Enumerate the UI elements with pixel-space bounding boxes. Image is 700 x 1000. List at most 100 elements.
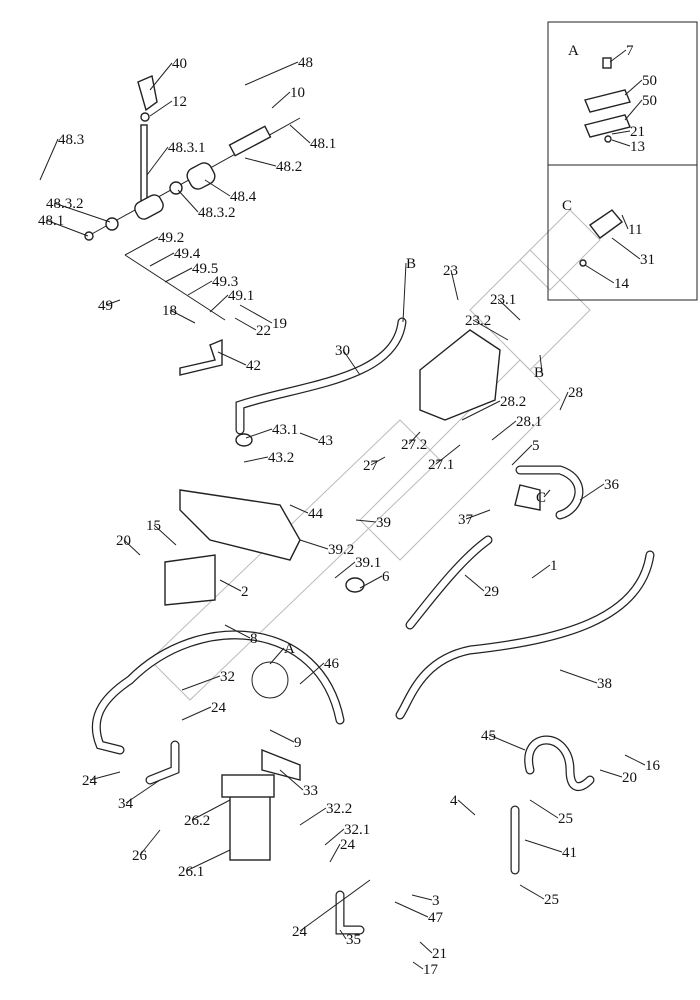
callout-label: 32.2 xyxy=(326,801,352,817)
callout-label-leader-line xyxy=(217,351,247,366)
callout-label-leader-line xyxy=(435,444,461,465)
callout-label: 48.4 xyxy=(230,189,257,205)
callout-label: 20 xyxy=(622,770,637,786)
callout-label: 37 xyxy=(458,512,474,528)
callout-label: 34 xyxy=(118,796,134,812)
callout-label: 19 xyxy=(272,316,287,332)
callout-label-leader-line xyxy=(299,807,327,826)
inset-a-callout-leader-line xyxy=(624,79,643,96)
inset-a-callout: 13 xyxy=(630,139,645,155)
callout-label: B xyxy=(406,256,416,272)
callout-label-leader-line xyxy=(149,100,173,117)
callout-label: C xyxy=(536,490,546,506)
callout-label: 6 xyxy=(382,569,390,585)
callout-label-leader-line xyxy=(529,799,559,819)
callout-label: 36 xyxy=(604,477,620,493)
callout-label: 23.2 xyxy=(465,313,491,329)
callout-label: 49 xyxy=(98,298,113,314)
callout-label: 48.2 xyxy=(276,159,302,175)
callout-label-leader-line xyxy=(408,431,421,445)
callout-label-leader-line xyxy=(457,799,476,816)
callout-label: 32.1 xyxy=(344,822,370,838)
callout-label-leader-line xyxy=(531,564,551,579)
callout-label-leader-line xyxy=(299,879,371,932)
callout-label: 30 xyxy=(335,343,350,359)
callout-label: 9 xyxy=(294,735,302,751)
callout-label-leader-line xyxy=(370,456,386,466)
callout-label: 27 xyxy=(363,458,379,474)
callout-label-leader-line xyxy=(153,524,177,546)
callout-label: 32 xyxy=(220,669,235,685)
inset-a-callout-leader-line xyxy=(611,130,631,135)
callout-label: 45 xyxy=(481,728,496,744)
callout-label: 23.1 xyxy=(490,292,516,308)
callout-label: 44 xyxy=(308,506,324,522)
callout-label: 48.3.2 xyxy=(198,205,236,221)
callout-label: 24 xyxy=(82,773,98,789)
callout-label: 49.4 xyxy=(174,246,201,262)
callout-label-leader-line xyxy=(539,354,543,373)
callout-label-leader-line xyxy=(461,400,501,421)
callout-label: 16 xyxy=(645,758,661,774)
callout-label: B xyxy=(534,365,544,381)
hoses xyxy=(91,317,655,935)
callout-label-leader-line xyxy=(402,262,407,323)
callout-label-leader-line xyxy=(279,769,304,791)
callout-label-leader-line xyxy=(234,317,257,331)
inset-a-callout: 21 xyxy=(630,124,645,140)
callout-label-leader-line xyxy=(524,839,563,853)
valves-and-filter xyxy=(164,329,541,861)
callout-label: 26 xyxy=(132,848,148,864)
callout-label-leader-line xyxy=(191,799,231,821)
callout-label-leader-line xyxy=(419,941,433,954)
callout-label: 39.1 xyxy=(355,555,381,571)
inset-c-callout: 31 xyxy=(640,252,655,268)
callout-label-leader-line xyxy=(224,624,251,639)
callout-label: 23 xyxy=(443,263,458,279)
callout-label: 39.2 xyxy=(328,542,354,558)
callout-label-leader-line xyxy=(123,539,141,556)
callout-label-leader-line xyxy=(177,189,199,213)
callout-label: 5 xyxy=(532,438,540,454)
callout-label: 40 xyxy=(172,56,187,72)
callout-label-leader-line xyxy=(181,675,221,691)
callout-label-leader-line xyxy=(239,304,273,324)
callout-label-leader-line xyxy=(497,298,521,321)
callout-label: 10 xyxy=(290,85,305,101)
callout-label-leader-line xyxy=(289,124,311,144)
inset-c-title: C xyxy=(562,198,572,214)
callout-label: 33 xyxy=(303,783,318,799)
callout-label-leader-line xyxy=(324,828,345,846)
callout-label-leader-line xyxy=(394,901,429,918)
callout-label: 48.3.2 xyxy=(46,196,84,212)
callout-label: 49.2 xyxy=(158,230,184,246)
callout-label-leader-line xyxy=(209,294,229,313)
callout-label-leader-line xyxy=(164,267,193,283)
callout-label-leader-line xyxy=(599,769,623,778)
callout-label-leader-line xyxy=(519,884,545,900)
callout-label-leader-line xyxy=(169,309,196,324)
callout-label-leader-line xyxy=(45,219,89,237)
callout-label-leader-line xyxy=(488,734,526,751)
callout-label: A xyxy=(284,641,295,657)
callout-label-leader-line xyxy=(146,146,169,176)
callout-label: 21 xyxy=(432,946,447,962)
inset-c-callout-leader-line xyxy=(621,214,629,230)
callout-label: 26.1 xyxy=(178,864,204,880)
callout-label-leader-line xyxy=(219,579,242,592)
callout-label-leader-line xyxy=(245,428,273,439)
callout-label-leader-line xyxy=(299,539,329,550)
callout-label: 48.3 xyxy=(58,132,84,148)
callout-label: 28.2 xyxy=(500,394,526,410)
callout-label-leader-line xyxy=(334,561,356,579)
callout-label-leader-line xyxy=(579,483,605,501)
callout-label-leader-line xyxy=(244,157,277,167)
callout-label-leader-line xyxy=(187,280,213,296)
callout-label: 48.3.1 xyxy=(168,140,206,156)
callout-label: 12 xyxy=(172,94,187,110)
callout-label: 38 xyxy=(597,676,612,692)
